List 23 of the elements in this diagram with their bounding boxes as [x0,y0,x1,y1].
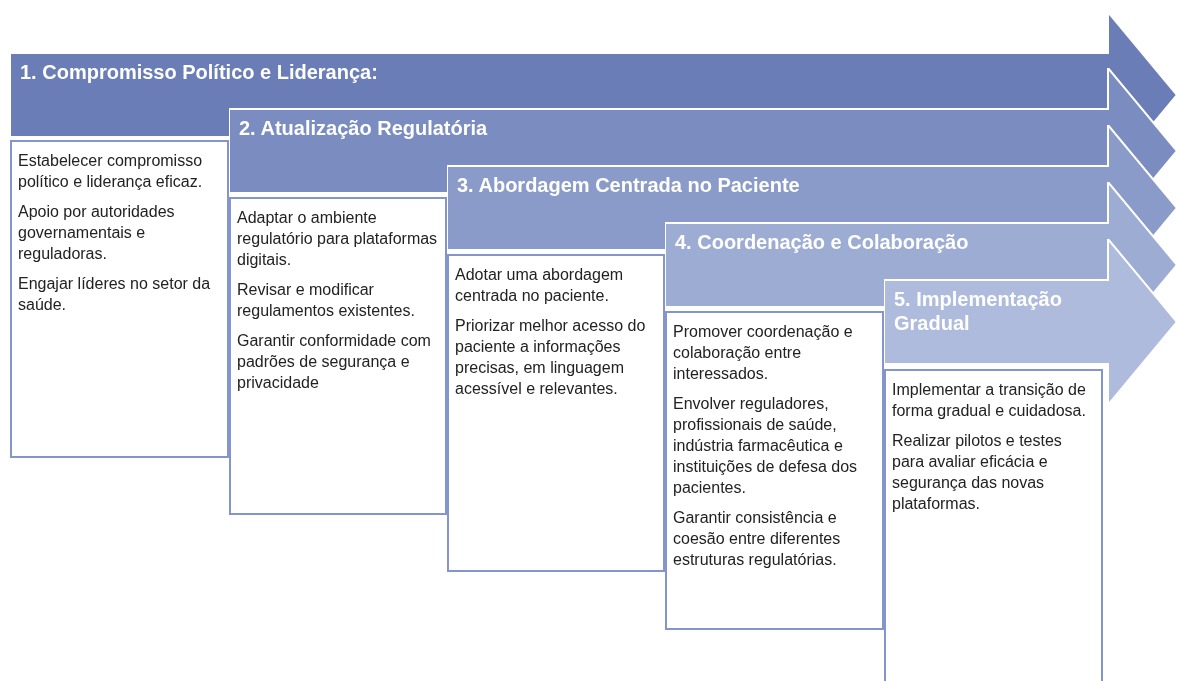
text-panel [229,197,447,515]
step-heading: 1. Compromisso Político e Liderança: [20,60,378,84]
body-text: Realizar pilotos e testes para avaliar eficácia e segurança das novas plataformas. [892,431,1063,514]
body-text: Adaptar o ambiente regulatório para plataformas digitais. [237,208,439,270]
body-text: Adotar uma abordagem centrada no paciente. [455,265,625,306]
step-heading: 2. Atualização Regulatória [239,116,488,140]
step-heading: 4. Coordenação e Colaboração [675,230,969,254]
text-panel [665,311,884,630]
body-text: Revisar e modificar regulamentos existentes. [237,280,416,321]
body-text: Envolver reguladores, profissionais de saúde, indústria farmacêutica e instituições de defesa dos pacientes. [673,394,859,498]
step-heading: 3. Abordagem Centrada no Paciente [457,173,800,197]
body-text: Implementar a transição de forma gradual e cuidadosa. [892,380,1087,421]
text-panel [447,254,665,572]
step-heading: 5. Implementação Gradual [894,287,1063,335]
text-panel [10,140,229,458]
body-text: Apoio por autoridades governamentais e reguladoras. [18,202,176,264]
body-text: Garantir conformidade com padrões de segurança e privacidade [237,331,432,393]
body-text: Engajar líderes no setor da saúde. [18,274,212,315]
body-text: Priorizar melhor acesso do paciente a informações precisas, em linguagem acessível e relevantes. [455,316,647,399]
body-text: Promover coordenação e colaboração entre interessados. [673,322,854,384]
text-panel [884,369,1103,681]
body-text: Garantir consistência e coesão entre diferentes estruturas regulatórias. [673,508,842,570]
body-text: Estabelecer compromisso político e liderança eficaz. [18,151,204,192]
